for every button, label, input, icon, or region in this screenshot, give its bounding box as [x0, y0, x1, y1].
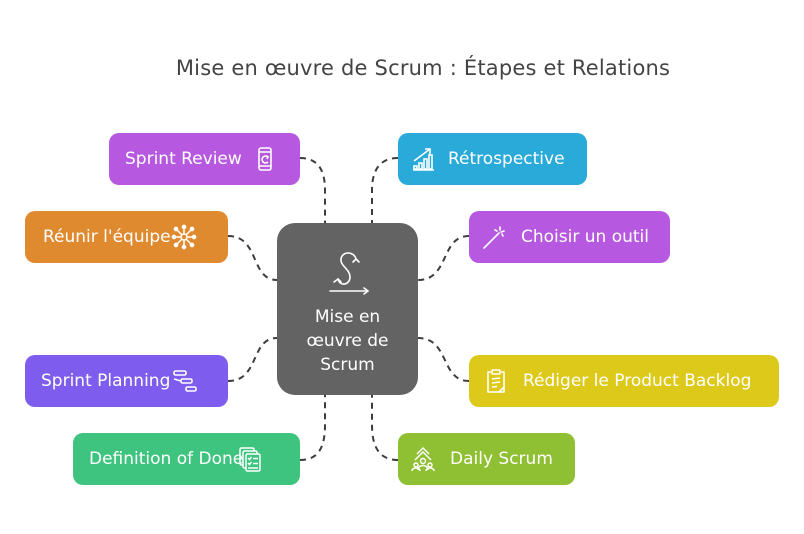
node-sprint-planning[interactable]: Sprint Planning: [25, 355, 228, 407]
connector-sprint-review: [299, 157, 326, 223]
node-product-backlog[interactable]: Rédiger le Product Backlog: [469, 355, 779, 407]
node-sprint-review[interactable]: Sprint Review: [109, 133, 300, 185]
scrum-cycle-icon: [277, 247, 418, 297]
mobile-refresh-icon: [252, 146, 278, 172]
node-daily-scrum[interactable]: Daily Scrum: [398, 433, 575, 485]
magic-wand-icon: [481, 224, 507, 250]
team-growth-icon: [410, 446, 436, 472]
node-label: Réunir l'équipe: [43, 227, 171, 247]
connector-definition-of-done: [299, 395, 326, 461]
growth-chart-icon: [410, 146, 436, 172]
node-label: Definition of Done: [89, 449, 244, 469]
node-label: Daily Scrum: [450, 449, 553, 469]
connector-product-backlog: [417, 337, 470, 382]
checklist-documents-icon: [237, 446, 263, 472]
node-label: Sprint Planning: [41, 371, 171, 391]
connector-retrospective: [371, 157, 399, 223]
central-topic-label: Mise en œuvre de Scrum: [306, 307, 389, 375]
node-label: Rédiger le Product Backlog: [523, 371, 752, 391]
gantt-timeline-icon: [172, 368, 198, 394]
connector-reunir-equipe: [227, 235, 278, 281]
node-label: Choisir un outil: [521, 227, 649, 247]
node-choisir-outil[interactable]: Choisir un outil: [469, 211, 670, 263]
node-label: Sprint Review: [125, 149, 242, 169]
connector-choisir-outil: [417, 235, 470, 281]
central-topic-node[interactable]: Mise en œuvre de Scrum: [277, 223, 418, 395]
network-hub-icon: [171, 224, 197, 250]
connector-daily-scrum: [371, 395, 399, 461]
node-definition-of-done[interactable]: Definition of Done: [73, 433, 300, 485]
node-label: Rétrospective: [448, 149, 565, 169]
clipboard-icon: [483, 368, 509, 394]
connector-sprint-planning: [227, 337, 278, 382]
diagram-title: Mise en œuvre de Scrum : Étapes et Relat…: [175, 56, 671, 80]
node-reunir-equipe[interactable]: Réunir l'équipe: [25, 211, 228, 263]
node-retrospective[interactable]: Rétrospective: [398, 133, 587, 185]
